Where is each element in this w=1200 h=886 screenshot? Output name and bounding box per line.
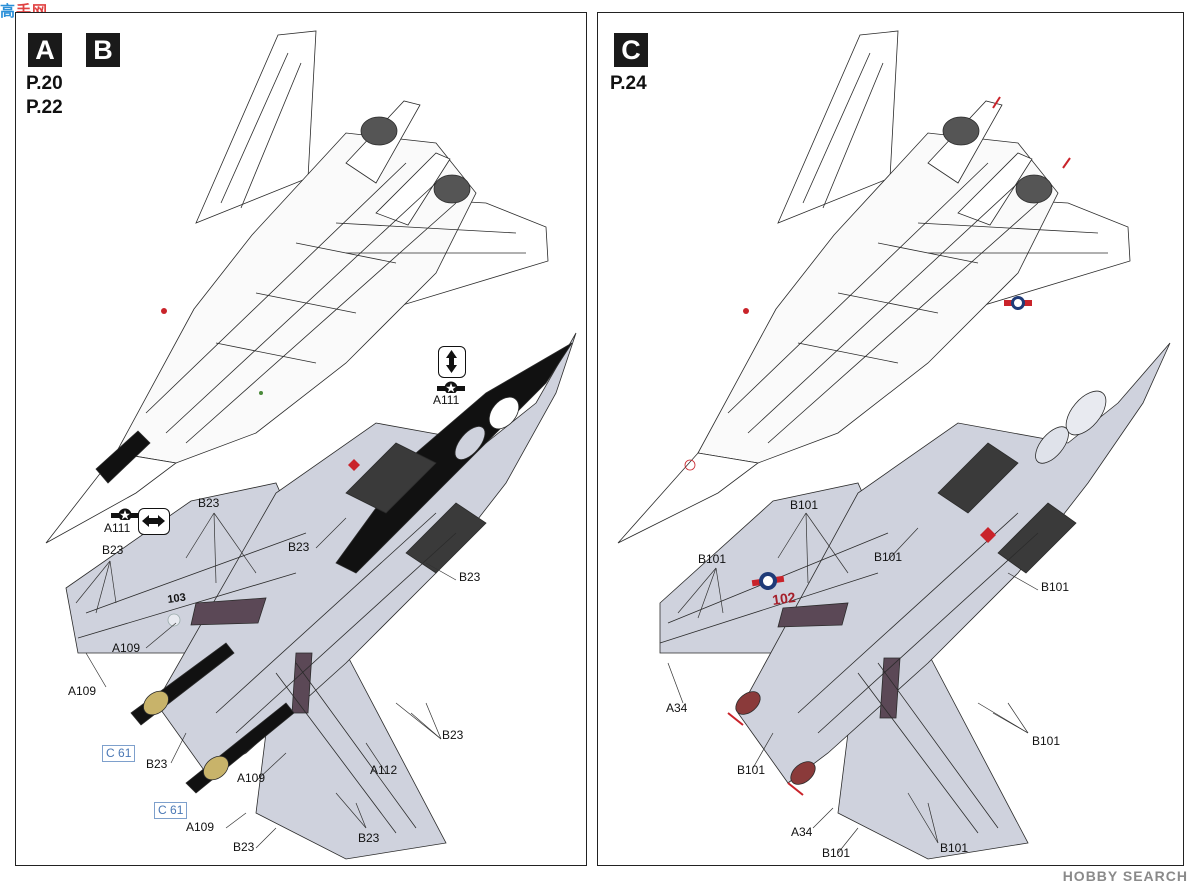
callout-b101-bottom-left: B101 <box>737 763 766 777</box>
modex-103: 103 <box>167 592 187 606</box>
callout-leader-lines-right <box>667 512 1039 854</box>
aircraft-illustrations-right: 102 <box>617 30 1171 860</box>
callout-b23-bottom-left: B23 <box>146 757 168 771</box>
page-ref-p24: P.24 <box>610 73 647 94</box>
callout-b23-wing-top: B23 <box>198 496 220 510</box>
badge-a: A <box>28 33 62 67</box>
callout-leader-lines-left <box>75 512 457 849</box>
callout-b101-center: B101 <box>874 550 903 564</box>
callout-b23-left-upper: B23 <box>102 543 124 557</box>
wing-roundel-upper <box>1004 296 1032 310</box>
callout-a111-top: A111 <box>433 393 460 407</box>
modex-102: 102 <box>771 589 797 608</box>
watermark: HOBBY SEARCH <box>1062 868 1188 884</box>
ref-box-c61-upper: C 61 <box>102 745 136 762</box>
callout-b101-wing-top: B101 <box>790 498 819 512</box>
us-roundel-icon <box>437 381 465 393</box>
callout-a111-side: A111 <box>104 521 131 535</box>
wing-roundel-lower <box>751 572 785 590</box>
callout-a34-bottom: A34 <box>791 825 813 839</box>
lower-aircraft-grey-c <box>659 342 1171 860</box>
aircraft-illustrations-left: 103 <box>45 30 577 860</box>
callout-b23-footer: B23 <box>233 840 255 854</box>
page-ref-p20: P.20 <box>26 73 63 94</box>
panel-c: 102 C P.24 B101 B101 B101 B101 A34 B101 … <box>597 12 1184 866</box>
upper-aircraft-white <box>45 30 549 544</box>
callout-b23-right-mid: B23 <box>459 570 481 584</box>
callout-a109-mid: A109 <box>112 641 141 655</box>
callout-b23-center: B23 <box>288 540 310 554</box>
upper-aircraft-white-c <box>617 30 1131 544</box>
callout-a112: A112 <box>370 763 398 777</box>
callout-a34-mid: A34 <box>666 701 688 715</box>
page-ref-p22: P.22 <box>26 97 63 118</box>
callout-b101-left: B101 <box>698 552 727 566</box>
callout-b101-footer-right: B101 <box>940 841 969 855</box>
callout-a109-bottom-mid: A109 <box>237 771 266 785</box>
callout-b101-right-low: B101 <box>1032 734 1061 748</box>
flip-vertical-icon <box>438 346 466 378</box>
callout-a109-bottom-left: A109 <box>186 820 215 834</box>
lower-aircraft-grey <box>65 332 577 860</box>
us-roundel-icon <box>111 508 139 520</box>
callout-b23-right-low: B23 <box>442 728 464 742</box>
callout-b101-right: B101 <box>1041 580 1070 594</box>
ref-box-c61-lower: C 61 <box>154 802 188 819</box>
callout-b23-bottom-center: B23 <box>358 831 380 845</box>
badge-c: C <box>614 33 648 67</box>
flip-horizontal-icon <box>138 508 170 535</box>
badge-b: B <box>86 33 120 67</box>
callout-a109-low: A109 <box>68 684 97 698</box>
panel-a-b: 103 A B P.20 P.22 A111 A111 B23 B23 B23 … <box>15 12 587 866</box>
callout-b101-footer-left: B101 <box>822 846 851 860</box>
